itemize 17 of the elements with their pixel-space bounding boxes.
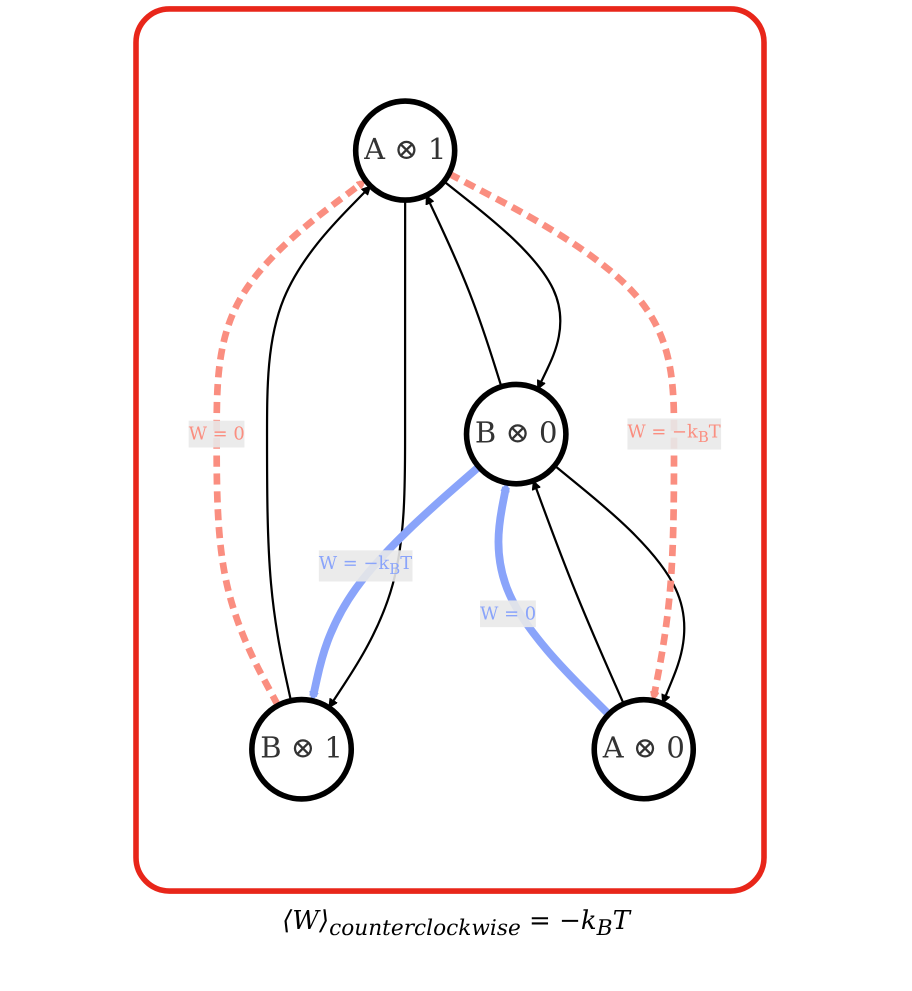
edge-label: W = −k$_{B}$T	[627, 420, 721, 446]
node-circle: B ⊗ 0	[464, 382, 569, 487]
arrow	[328, 200, 406, 708]
edge-label: W = −k$_{B}$T	[318, 552, 412, 578]
node-circle: B ⊗ 1	[249, 696, 354, 802]
arrow	[426, 194, 502, 387]
node-circle: A ⊗ 1	[352, 98, 458, 203]
edge-label: W = 0	[188, 422, 245, 444]
edge-label: W = 0	[480, 602, 536, 624]
arrow	[213, 180, 366, 708]
arrow	[554, 464, 686, 704]
node-circle: A ⊗ 0	[591, 696, 696, 802]
caption: ⟨W⟩$_{counterclockwise}$ = −k$_{B}$T	[281, 906, 632, 942]
arrow	[532, 480, 625, 704]
arrow	[443, 180, 562, 390]
cluster	[133, 6, 767, 894]
arrow	[266, 186, 372, 701]
